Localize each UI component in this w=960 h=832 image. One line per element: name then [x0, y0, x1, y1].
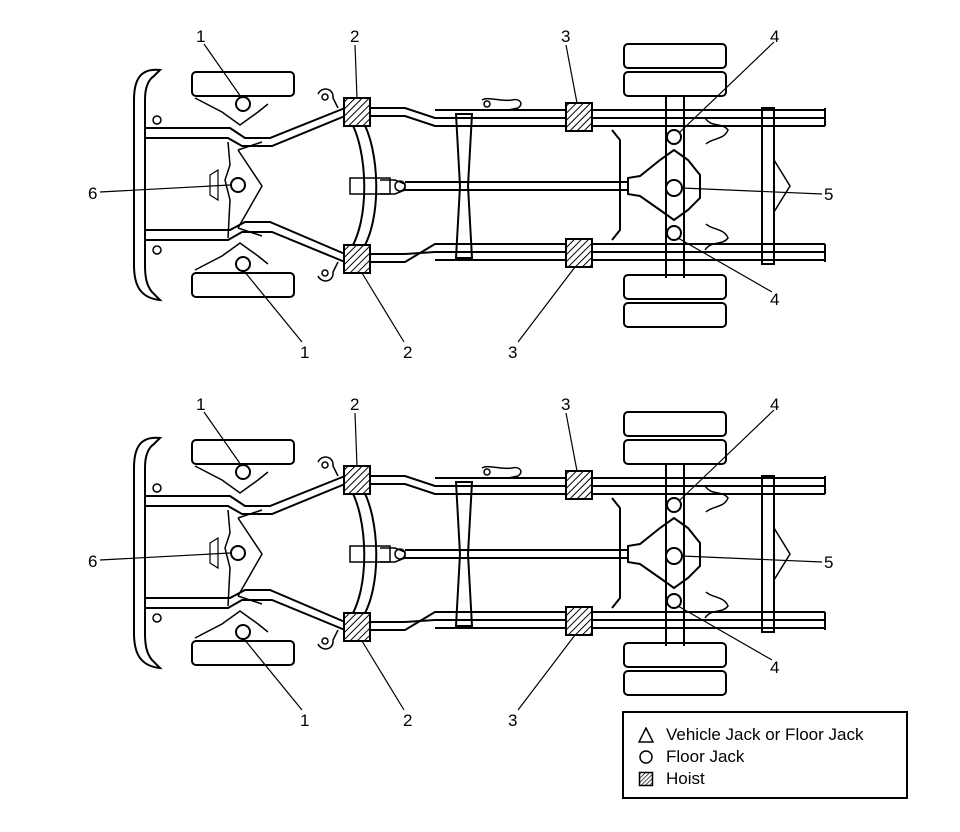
callout-3-top-upper: 3 — [561, 27, 570, 46]
callout-1-top-upper: 1 — [196, 27, 205, 46]
callout-1-bottom-upper: 1 — [300, 343, 309, 362]
callout-2-top-lower: 2 — [350, 395, 359, 414]
circle-icon — [638, 749, 654, 765]
callout-6-upper: 6 — [88, 184, 97, 203]
chassis-view-top: 1 1 2 2 3 3 4 4 5 6 — [88, 27, 833, 362]
callout-4-top-lower: 4 — [770, 395, 779, 414]
triangle-icon — [638, 727, 654, 743]
callout-3-top-lower: 3 — [561, 395, 570, 414]
callout-2-bottom-upper: 2 — [403, 343, 412, 362]
callout-4-bottom-lower: 4 — [770, 658, 779, 677]
legend: Vehicle Jack or Floor Jack Floor Jack Ho… — [622, 711, 908, 799]
callout-3-bottom-upper: 3 — [508, 343, 517, 362]
legend-item-vehicle-jack: Vehicle Jack or Floor Jack — [638, 724, 906, 746]
callout-5-lower: 5 — [824, 553, 833, 572]
callout-2-top-upper: 2 — [350, 27, 359, 46]
callout-1-bottom-lower: 1 — [300, 711, 309, 730]
callout-3-bottom-lower: 3 — [508, 711, 517, 730]
callout-2-bottom-lower: 2 — [403, 711, 412, 730]
callout-5-upper: 5 — [824, 185, 833, 204]
chassis-view-bottom: 1 1 2 2 3 3 4 4 5 6 — [88, 395, 833, 730]
hatched-square-icon — [638, 771, 654, 787]
legend-item-floor-jack: Floor Jack — [638, 746, 906, 768]
legend-label: Hoist — [666, 769, 705, 788]
legend-label: Vehicle Jack or Floor Jack — [666, 725, 864, 744]
callout-6-lower: 6 — [88, 552, 97, 571]
callout-1-top-lower: 1 — [196, 395, 205, 414]
callout-4-top-upper: 4 — [770, 27, 779, 46]
callout-4-bottom-upper: 4 — [770, 290, 779, 309]
legend-label: Floor Jack — [666, 747, 745, 766]
legend-item-hoist: Hoist — [638, 768, 906, 790]
